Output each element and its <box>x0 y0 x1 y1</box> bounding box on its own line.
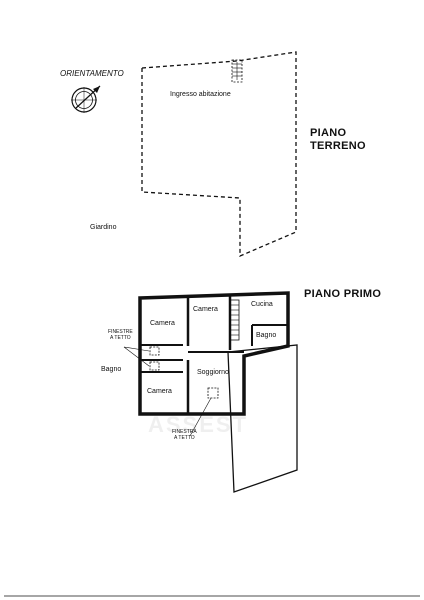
skylight-bottom-label-line1: FINESTRA <box>172 429 197 435</box>
skylight-left-label: FINESTRE A TETTO <box>108 329 133 342</box>
terrace-outline <box>227 344 298 493</box>
room-label-cucina: Cucina <box>251 301 273 308</box>
skylight-left-label-line1: FINESTRE <box>108 329 133 335</box>
ground-floor-outline <box>141 51 297 257</box>
skylight-left-label-line2: A TETTO <box>110 334 131 341</box>
compass-icon <box>71 85 101 113</box>
ground-floor-title-line1: PIANO <box>310 127 347 139</box>
skylight-bottom-label-line2: A TETTO <box>174 434 195 441</box>
first-floor-title: PIANO PRIMO <box>304 288 382 300</box>
room-label-camera-left: Camera <box>150 320 175 327</box>
room-label-camera-bottom: Camera <box>147 388 172 395</box>
room-label-bagno-left: Bagno <box>101 366 122 373</box>
garden-label: Giardino <box>90 224 117 231</box>
orientation-label: ORIENTAMENTO <box>60 69 124 78</box>
first-floor-plan <box>123 291 290 437</box>
room-label-bagno-right: Bagno <box>256 332 277 339</box>
ground-floor-title-line2: TERRENO <box>310 140 366 152</box>
entrance-stairs-icon <box>231 59 243 83</box>
room-label-camera-middle: Camera <box>193 306 218 313</box>
skylight-bottom-label: FINESTRA A TETTO <box>172 429 197 442</box>
watermark-text: ASSEST <box>148 412 249 437</box>
entrance-label: Ingresso abitazione <box>170 91 231 98</box>
room-label-soggiorno: Soggiorno <box>197 369 229 376</box>
